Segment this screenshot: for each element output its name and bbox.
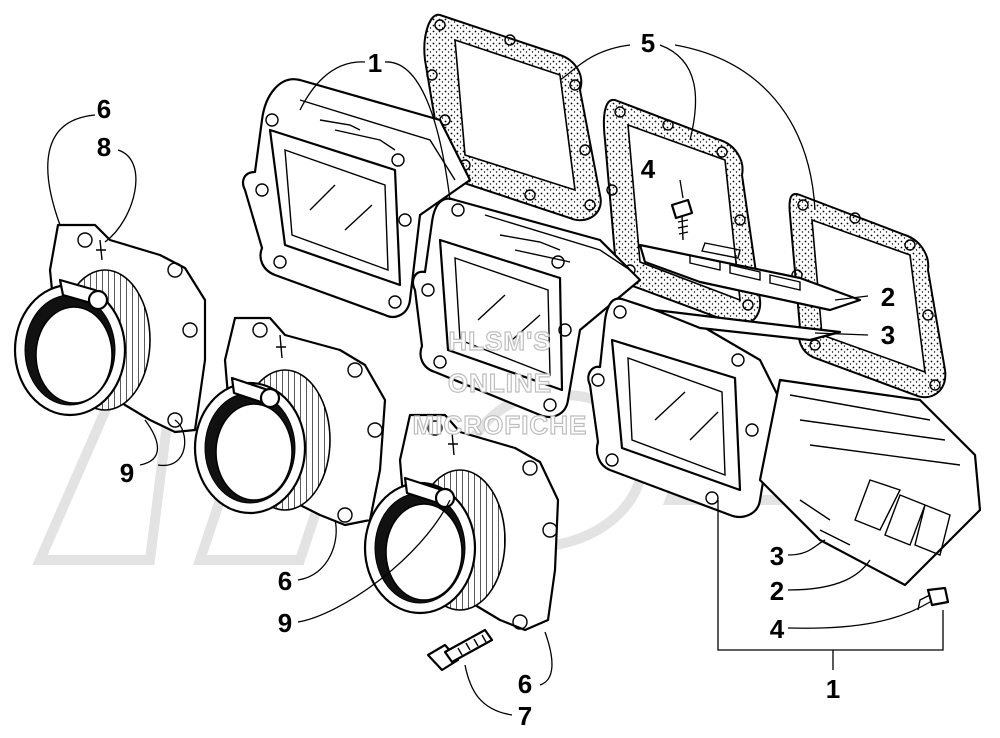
reed-cage-lower [587,297,792,518]
reed-cage-middle [411,197,642,418]
callout-9-left: 9 [120,458,134,488]
callout-1-top: 1 [368,48,382,78]
intake-flange-front [363,413,560,632]
callout-6-top: 6 [97,94,111,124]
screw-lower [917,586,950,611]
callout-2-upper: 2 [881,282,895,312]
callout-7-bottom: 7 [518,701,532,731]
bolt [426,628,494,672]
screw-upper [670,198,694,241]
callout-4-lower: 4 [770,614,785,644]
callout-8-top: 8 [97,132,111,162]
reed-plates-upper [638,242,862,342]
callout-3-lower: 3 [770,541,784,571]
callout-numbers: 1 5 6 8 4 2 3 9 6 9 3 2 4 6 7 1 [97,28,895,731]
watermark-line-3: MICROFICHE [413,410,588,440]
callout-5-top: 5 [641,28,655,58]
reed-plates-lower [758,378,982,587]
watermark: HLSM'S ONLINE MICROFICHE [412,325,588,440]
intake-flange-middle [193,316,387,527]
callout-6-bottom: 6 [518,669,532,699]
intake-flange-left [13,223,207,434]
reed-cage-upper [241,78,472,318]
callout-3-upper: 3 [881,320,895,350]
callout-4-upper: 4 [641,154,656,184]
callout-2-lower: 2 [770,576,784,606]
watermark-line-2: ONLINE [448,368,552,398]
gasket-upper [423,13,602,222]
callout-6-middle: 6 [278,566,292,596]
watermark-line-1: HLSM'S [448,326,551,356]
callout-1-bottom: 1 [826,674,840,704]
callout-9-middle: 9 [278,608,292,638]
leader-lines [47,44,944,716]
